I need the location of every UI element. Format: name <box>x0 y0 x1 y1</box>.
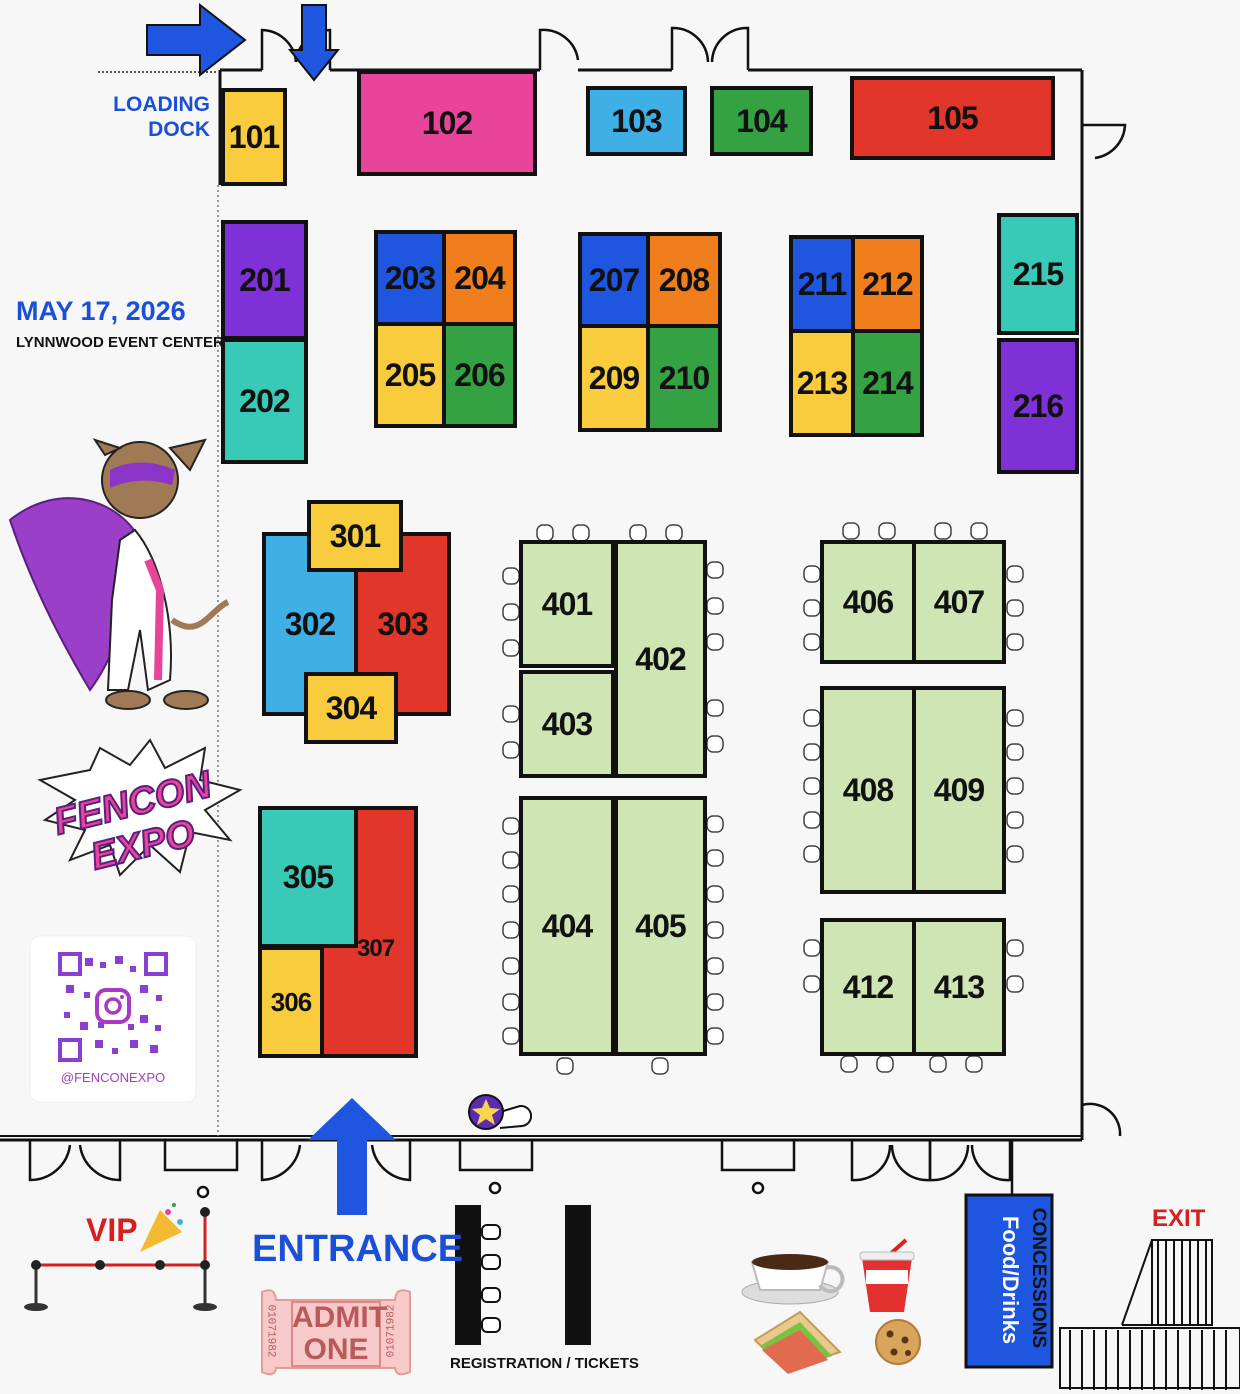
registration-label: REGISTRATION / TICKETS <box>450 1355 639 1372</box>
admit-one-ticket-icon <box>261 1289 411 1376</box>
booth-104[interactable]: 104 <box>710 86 813 156</box>
booth-203[interactable]: 203 <box>374 230 446 326</box>
cookie-icon <box>875 1319 921 1365</box>
booth-102[interactable]: 102 <box>357 70 537 176</box>
booth-306[interactable]: 306 <box>258 946 324 1058</box>
registration-tables <box>455 1205 591 1345</box>
instagram-icon <box>95 988 131 1024</box>
booth-209[interactable]: 209 <box>578 324 650 432</box>
vip-rope <box>24 1207 217 1311</box>
event-venue: LYNNWOOD EVENT CENTER <box>16 334 224 351</box>
booth-401[interactable]: 401 <box>519 540 615 668</box>
booth-202[interactable]: 202 <box>221 338 308 464</box>
loading-arrows <box>146 2 341 82</box>
booth-406[interactable]: 406 <box>820 540 916 664</box>
concessions-box <box>964 1193 1054 1369</box>
mascot-illustration <box>8 438 230 710</box>
booth-103[interactable]: 103 <box>586 86 687 156</box>
entrance-label: ENTRANCE <box>252 1228 464 1270</box>
fencon-expo-logo <box>37 738 243 877</box>
booth-403[interactable]: 403 <box>519 670 615 778</box>
booth-305[interactable]: 305 <box>258 806 358 948</box>
booth-212[interactable]: 212 <box>851 235 924 333</box>
booth-210[interactable]: 210 <box>646 324 722 432</box>
event-date: MAY 17, 2026 <box>16 296 186 326</box>
exit-stairs <box>1059 1239 1240 1390</box>
admit-line2: ONE <box>303 1333 369 1366</box>
booth-201[interactable]: 201 <box>221 220 308 340</box>
booth-402[interactable]: 402 <box>614 540 707 778</box>
ticket-serial-right: 01071982 <box>385 1304 398 1358</box>
booth-211[interactable]: 211 <box>789 235 855 333</box>
booth-405[interactable]: 405 <box>614 796 707 1056</box>
booth-408[interactable]: 408 <box>820 686 916 894</box>
loading-dock-label: LOADING DOCK <box>100 92 210 142</box>
booth-413[interactable]: 413 <box>912 918 1006 1056</box>
entrance-arrow <box>308 1098 396 1215</box>
admit-one-text: ADMIT ONE <box>292 1301 387 1366</box>
booth-301[interactable]: 301 <box>307 500 403 572</box>
booth-304[interactable]: 304 <box>304 672 398 744</box>
booth-412[interactable]: 412 <box>820 918 916 1056</box>
booth-404[interactable]: 404 <box>519 796 615 1056</box>
booth-214[interactable]: 214 <box>851 329 924 437</box>
concessions-text: CONCESSIONS <box>1028 1207 1049 1349</box>
loading-dock-line1: LOADING <box>113 93 210 116</box>
sandwich-icon <box>753 1310 842 1374</box>
exit-label: EXIT <box>1152 1205 1206 1232</box>
food-drinks-text: Food/Drinks <box>998 1215 1023 1345</box>
booth-407[interactable]: 407 <box>912 540 1006 664</box>
booth-206[interactable]: 206 <box>442 322 517 428</box>
booth-216[interactable]: 216 <box>997 338 1079 474</box>
booth-101[interactable]: 101 <box>221 88 287 186</box>
party-popper-icon <box>140 1203 183 1252</box>
booth-205[interactable]: 205 <box>374 322 446 428</box>
booth-105[interactable]: 105 <box>850 76 1055 160</box>
loading-dock-line2: DOCK <box>148 118 210 141</box>
qr-code <box>58 952 168 1062</box>
ticket-serial-left: 01071982 <box>264 1304 277 1358</box>
booth-213[interactable]: 213 <box>789 329 855 437</box>
booth-215[interactable]: 215 <box>997 213 1079 335</box>
coffee-cup-icon <box>741 1254 845 1305</box>
concessions-label: Food/Drinks CONCESSIONS <box>966 1195 1052 1367</box>
booth-207[interactable]: 207 <box>578 232 650 328</box>
admit-line1: ADMIT <box>292 1301 387 1334</box>
bottom-doors <box>28 1138 1014 1195</box>
star-badge-icon <box>468 1094 532 1130</box>
posts <box>196 1181 765 1199</box>
booth-409[interactable]: 409 <box>912 686 1006 894</box>
booth-208[interactable]: 208 <box>646 232 722 328</box>
social-handle: @FENCONEXPO <box>60 1070 166 1085</box>
booth-204[interactable]: 204 <box>442 230 517 326</box>
vip-label: VIP <box>86 1212 138 1248</box>
soda-cup-icon <box>859 1238 915 1312</box>
